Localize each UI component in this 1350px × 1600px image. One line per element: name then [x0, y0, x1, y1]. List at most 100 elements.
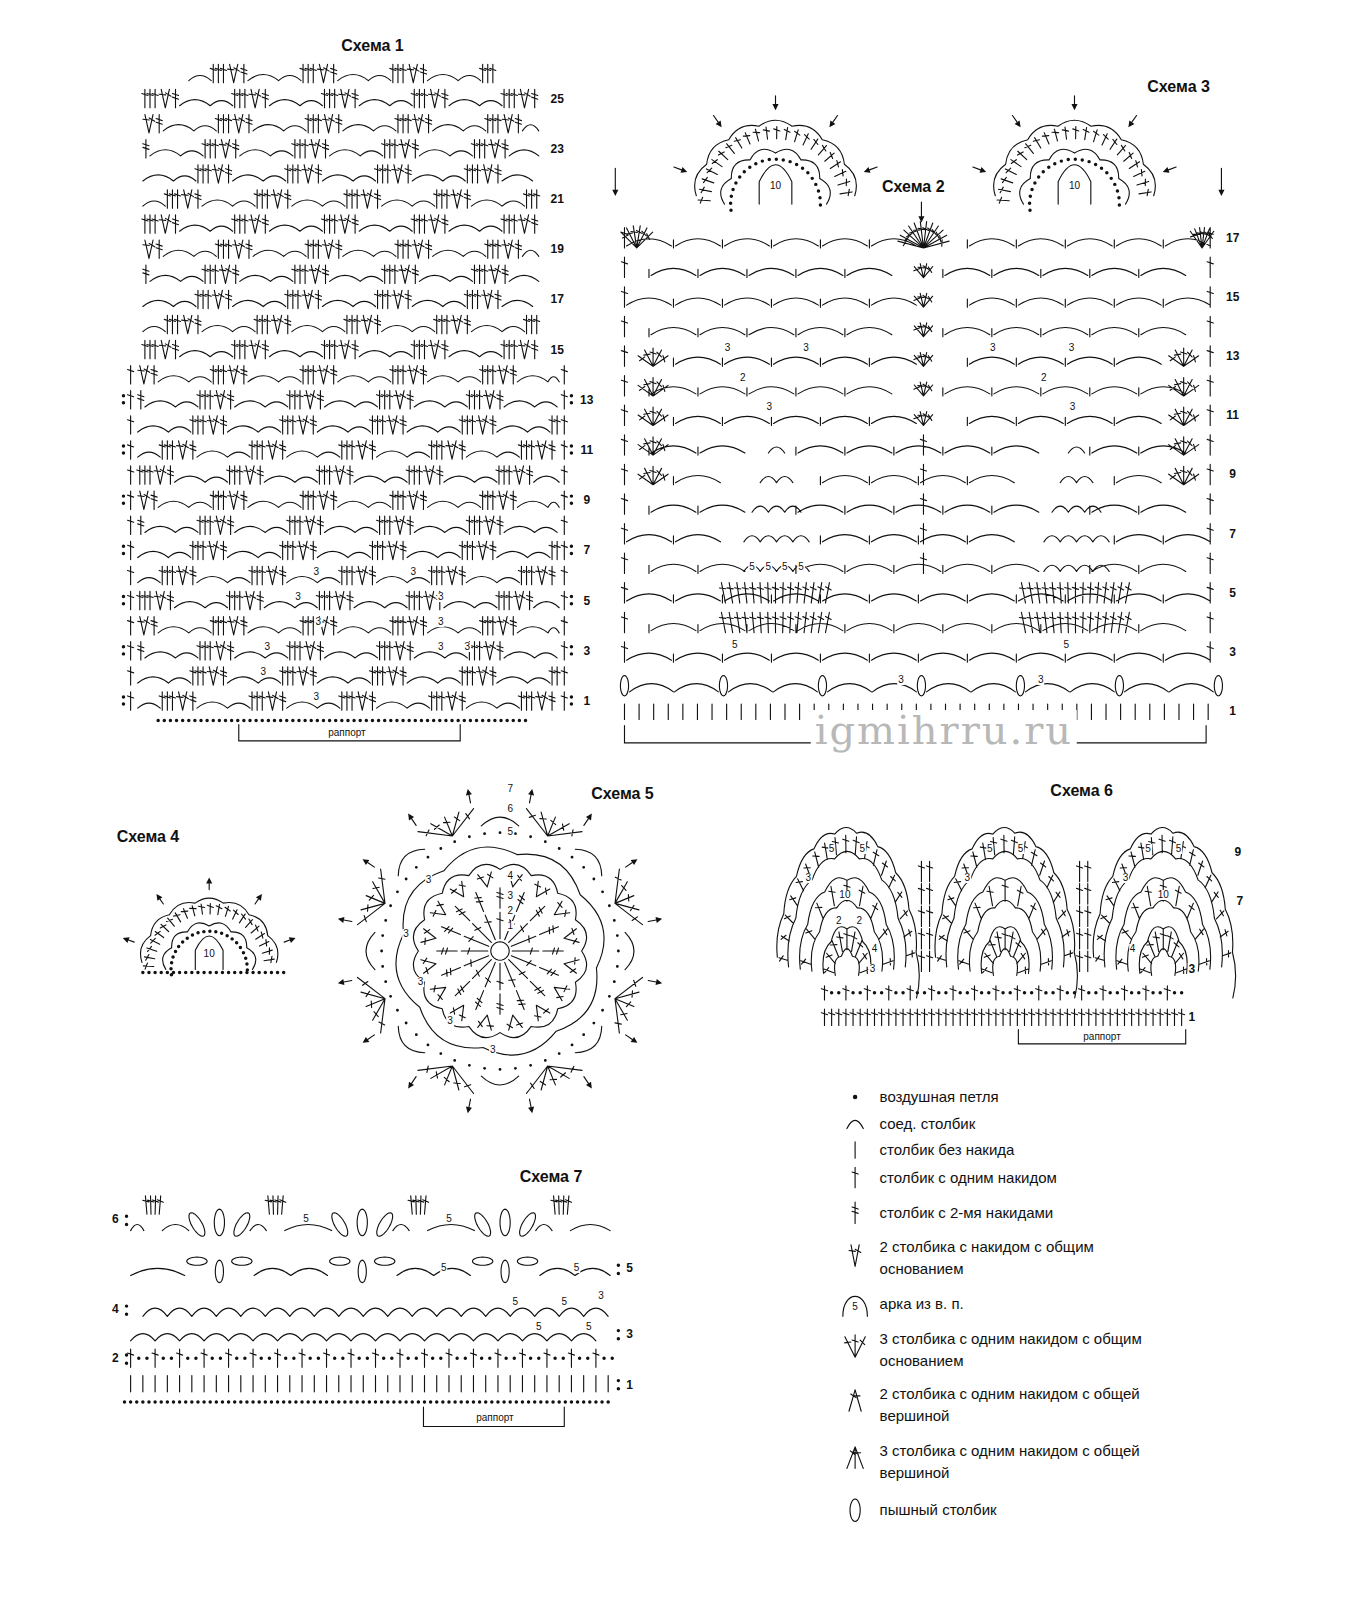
row-number: 9 — [582, 494, 591, 506]
legend-label: пышный столбик — [880, 1499, 1180, 1521]
row-number: 4 — [111, 1303, 120, 1315]
arc-count: 2 — [1040, 373, 1048, 383]
scheme-title: Схема 4 — [117, 829, 180, 845]
arc-count: 5 — [1144, 844, 1152, 854]
row-number: 25 — [549, 93, 564, 105]
arc-count: 5 — [561, 1297, 569, 1307]
legend-label: 3 столбика с одним накидом с общей верши… — [880, 1440, 1180, 1484]
row-number: 3 — [582, 645, 591, 657]
arc-count: 3 — [802, 343, 810, 353]
arc-count: 4 — [506, 871, 514, 881]
row-number: 13 — [1225, 350, 1240, 362]
arc-count: 2 — [855, 916, 863, 926]
arc-count: 3 — [1122, 873, 1130, 883]
stitch-lines — [128, 64, 1236, 1521]
repeat-label: раппорт — [1081, 1032, 1122, 1042]
arc-count: 5 — [731, 640, 739, 650]
arc-count: 3 — [264, 642, 272, 652]
arc-count: 10 — [203, 949, 216, 959]
arc-count: 7 — [506, 784, 514, 794]
arc-count: 3 — [294, 592, 302, 602]
row-number: 11 — [1225, 409, 1240, 421]
scheme-title: Схема 2 — [882, 179, 945, 195]
legend-label: 2 столбика с одним накидом с общей верши… — [880, 1383, 1180, 1427]
row-number: 11 — [579, 444, 594, 456]
arc-count: 6 — [506, 804, 514, 814]
row-number: 15 — [549, 344, 564, 356]
row-number: 7 — [1235, 895, 1244, 907]
row-number: 7 — [582, 544, 591, 556]
legend-label: 2 столбика с накидом с общим основанием — [880, 1236, 1180, 1280]
arc-count: 3 — [766, 402, 774, 412]
arc-count: 5 — [781, 562, 789, 572]
arc-count: 3 — [869, 964, 877, 974]
arc-count: 5 — [506, 827, 514, 837]
arc-count: 10 — [838, 890, 851, 900]
arc-count: 5 — [445, 1214, 453, 1224]
row-number: 13 — [579, 394, 594, 406]
arc-count: 3 — [489, 1045, 497, 1055]
arc-count: 5 — [1063, 640, 1071, 650]
arc-count: 5 — [1175, 844, 1183, 854]
arc-count: 3 — [1068, 343, 1076, 353]
row-number: 15 — [1225, 291, 1240, 303]
row-number: 7 — [1228, 528, 1237, 540]
arc-count: 3 — [446, 1016, 454, 1026]
arc-count: 3 — [437, 617, 445, 627]
row-number: 5 — [1228, 587, 1237, 599]
arc-count: 5 — [797, 562, 805, 572]
arc-count: 10 — [1157, 890, 1170, 900]
arc-count: 5 — [986, 844, 994, 854]
legend-label: соед. столбик — [880, 1113, 1180, 1135]
arc-count: 3 — [989, 343, 997, 353]
arc-count: 5 — [440, 1263, 448, 1273]
stitch-dots — [122, 104, 1225, 1404]
arc-count: 5 — [1017, 844, 1025, 854]
arc-count: 3 — [437, 592, 445, 602]
row-number: 6 — [111, 1213, 120, 1225]
row-number: 3 — [625, 1328, 634, 1340]
row-number: 1 — [582, 695, 591, 707]
arc-count: 5 — [858, 844, 866, 854]
arc-count: 10 — [1068, 181, 1081, 191]
arc-count: 5 — [573, 1263, 581, 1273]
arc-count: 5 — [535, 1322, 543, 1332]
row-number: 3 — [1228, 646, 1237, 658]
arc-count: 3 — [313, 692, 321, 702]
row-number: 19 — [549, 243, 564, 255]
arc-count: 5 — [851, 1302, 859, 1312]
scheme-title: Схема 6 — [1050, 783, 1113, 799]
arc-count: 3 — [1037, 675, 1045, 685]
row-number: 5 — [582, 595, 591, 607]
legend-label: столбик с 2-мя накидами — [880, 1202, 1180, 1224]
repeat-label: раппорт — [326, 728, 367, 738]
arc-count: 5 — [302, 1214, 310, 1224]
arc-count: 3 — [425, 875, 433, 885]
row-number: 21 — [549, 193, 564, 205]
arc-count: 10 — [769, 181, 782, 191]
legend-label: 3 столбика с одним накидом с общим основ… — [880, 1328, 1180, 1372]
arc-count: 5 — [748, 562, 756, 572]
arc-count: 5 — [512, 1297, 520, 1307]
arc-count: 2 — [835, 916, 843, 926]
legend-label: арка из в. п. — [880, 1293, 1180, 1315]
arc-count: 2 — [506, 906, 514, 916]
row-number: 5 — [625, 1262, 634, 1274]
arc-count: 3 — [315, 617, 323, 627]
arc-count: 3 — [506, 891, 514, 901]
arc-count: 5 — [765, 562, 773, 572]
legend-label: столбик с одним накидом — [880, 1167, 1180, 1189]
arc-count: 4 — [871, 944, 879, 954]
legend-label: столбик без накида — [880, 1139, 1180, 1161]
row-number: 17 — [549, 293, 564, 305]
arc-count: 3 — [409, 567, 417, 577]
arc-count: 1 — [506, 921, 514, 931]
row-number: 9 — [1233, 846, 1242, 858]
legend-label: воздушная петля — [880, 1086, 1180, 1108]
arc-count: 5 — [585, 1322, 593, 1332]
row-number: 17 — [1225, 232, 1240, 244]
arc-count: 3 — [402, 929, 410, 939]
row-number: 9 — [1228, 468, 1237, 480]
row-number: 1 — [1228, 705, 1237, 717]
